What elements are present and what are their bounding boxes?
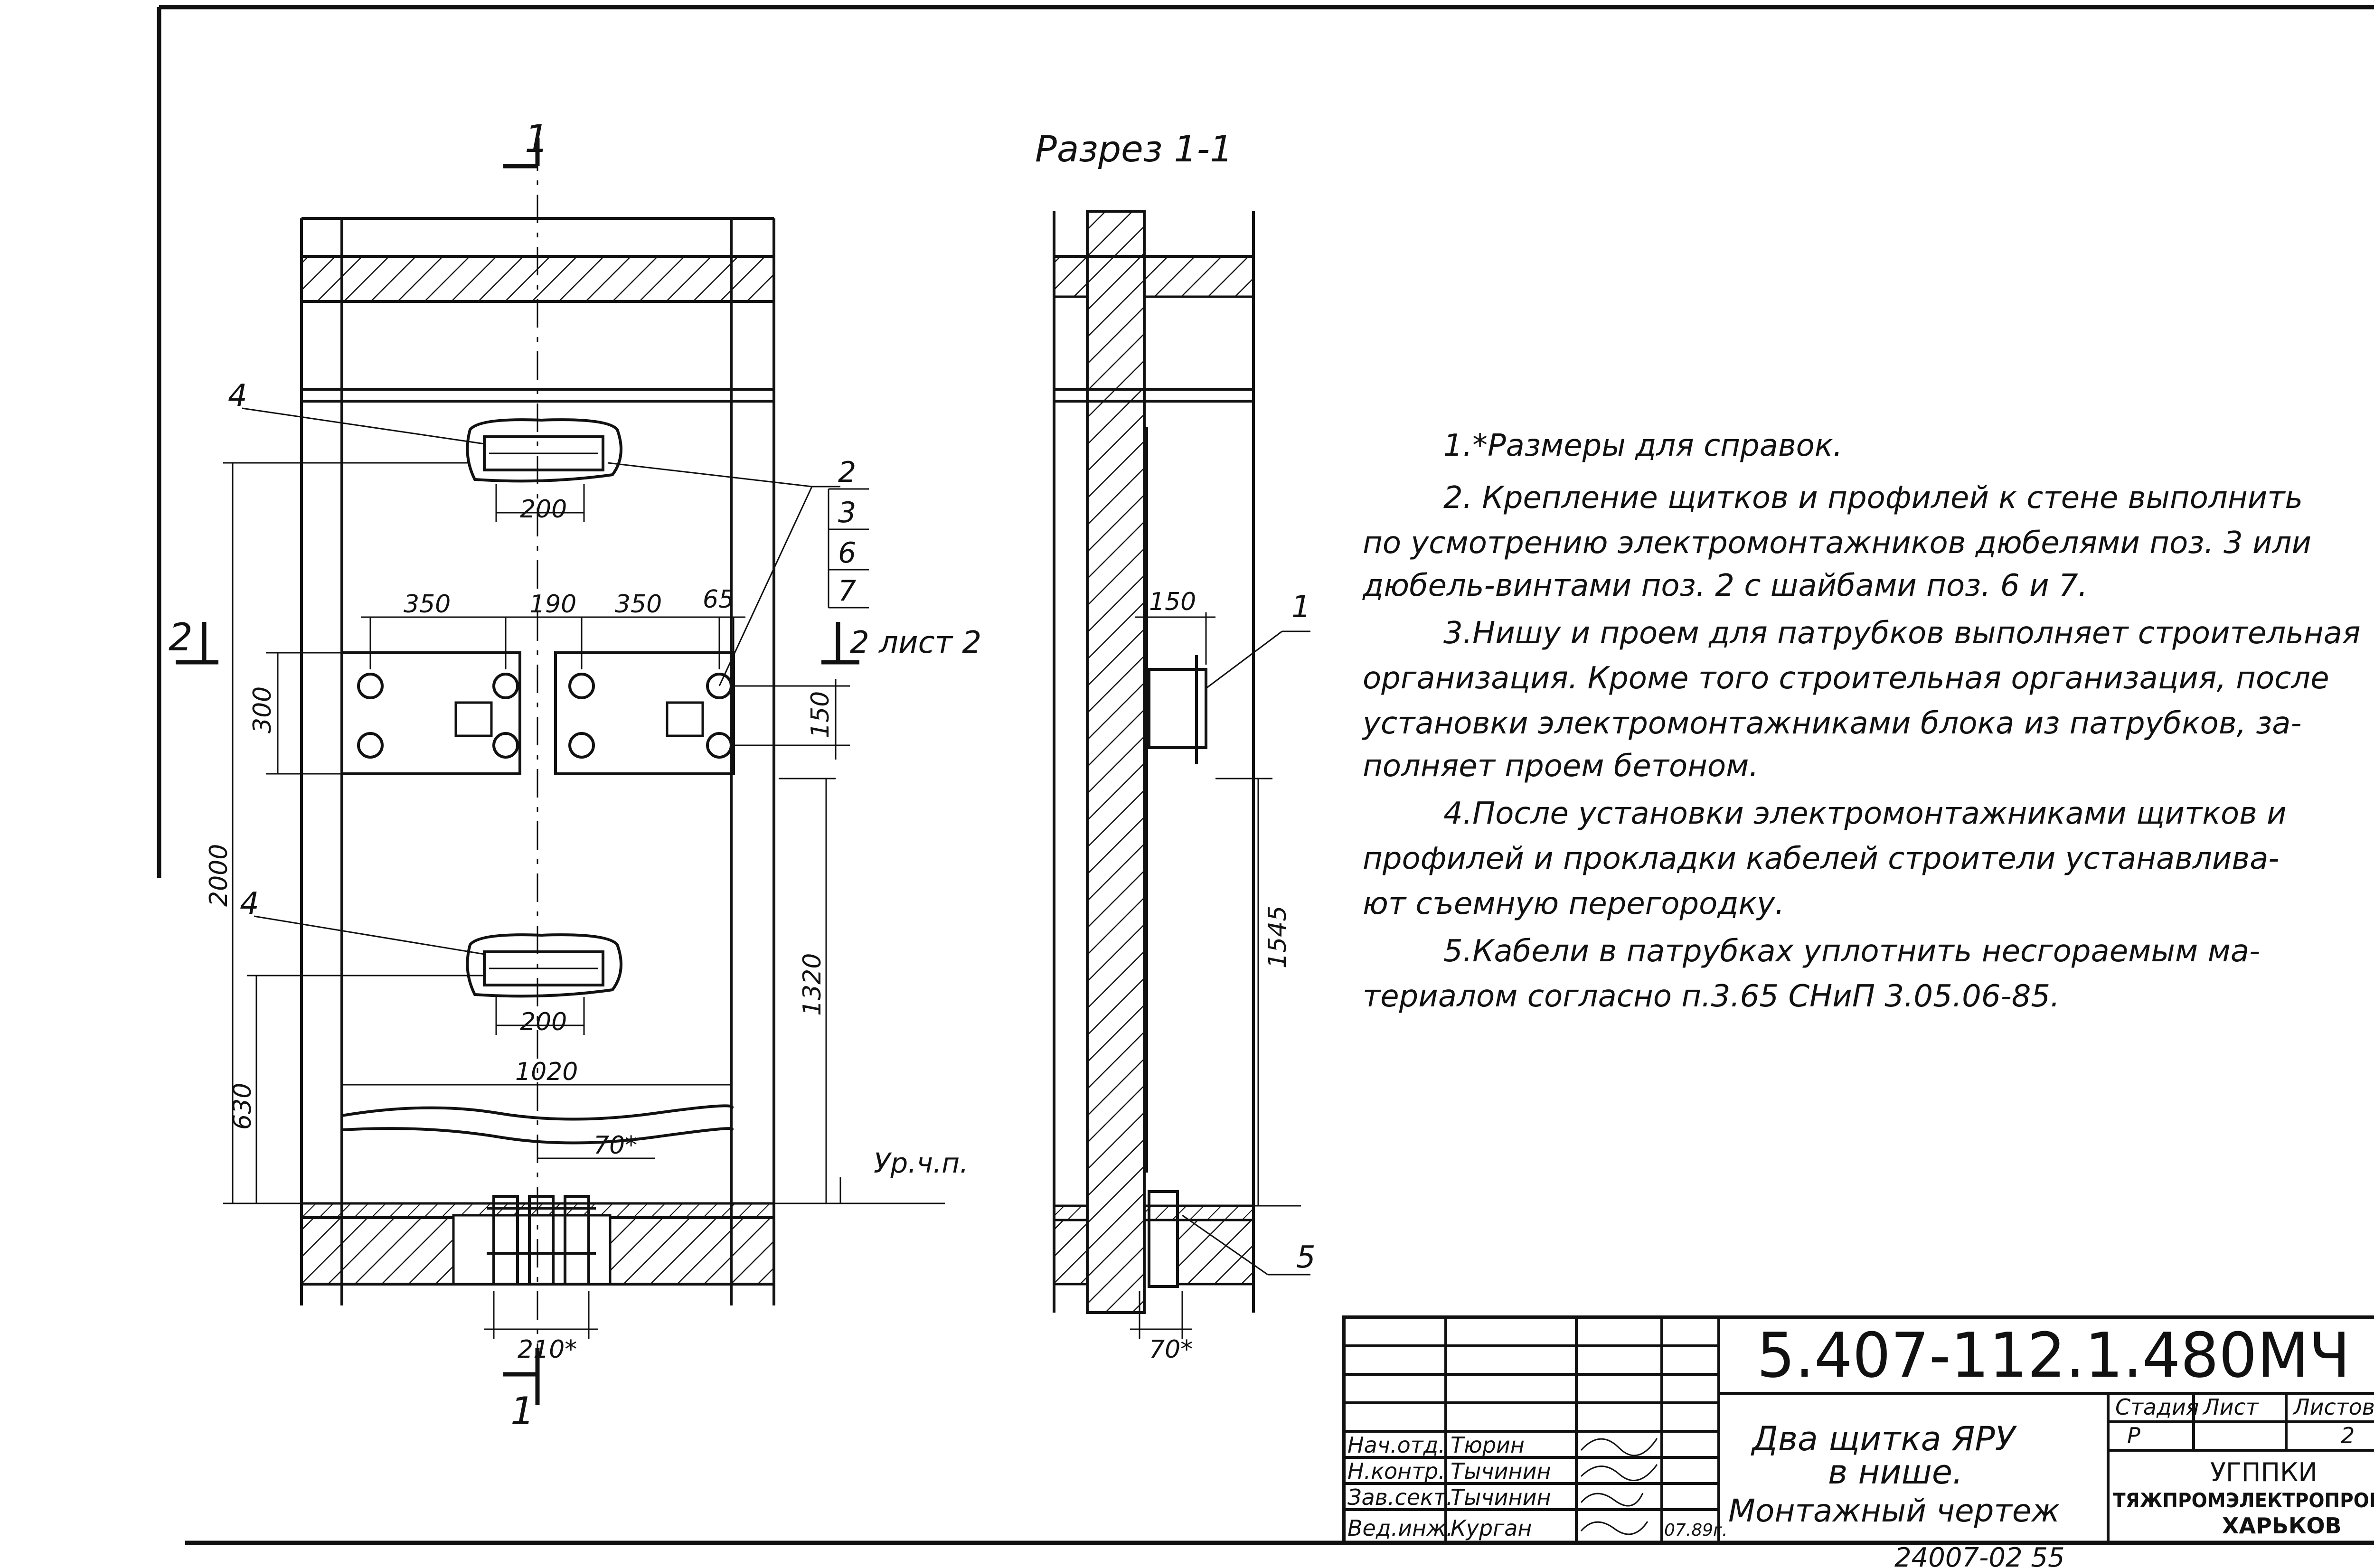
level-mark: Ур.ч.п. bbox=[874, 1147, 969, 1179]
org-line-3: ХАРЬКОВ bbox=[2222, 1513, 2342, 1539]
org-line-2: ТЯЖПРОМЭЛЕКТРОПРОЕКТ bbox=[2113, 1489, 2374, 1512]
note-line-8: полняет проем бетоном. bbox=[1363, 749, 1759, 784]
panel-right bbox=[554, 651, 735, 775]
sign-date: 07.89г. bbox=[1664, 1521, 1727, 1540]
doc-code: 5.407-112.1.480МЧ bbox=[1757, 1319, 2350, 1391]
section-dim-1545: 1545 bbox=[1263, 906, 1292, 968]
view-ref-right: 2 лист 2 bbox=[850, 625, 981, 660]
section-view: Разрез 1-1 bbox=[1035, 128, 1316, 1364]
note-line-9: 4.После установки электромонтажниками щи… bbox=[1443, 796, 2287, 831]
signer-role-4: Вед.инж. bbox=[1347, 1515, 1453, 1541]
sheet-label: Лист bbox=[2202, 1394, 2259, 1420]
pos-1: 1 bbox=[1291, 590, 1311, 625]
pos-7: 7 bbox=[838, 574, 856, 608]
signer-role-2: Н.контр. bbox=[1347, 1458, 1445, 1484]
pos-4-bottom: 4 bbox=[240, 886, 259, 921]
signer-name-4: Курган bbox=[1451, 1515, 1532, 1541]
sleeve-bottom bbox=[483, 950, 604, 986]
pos-2: 2 bbox=[838, 456, 856, 489]
sheets-label: Листов bbox=[2292, 1394, 2374, 1420]
pos-6: 6 bbox=[838, 536, 856, 570]
dim-200-top: 200 bbox=[520, 495, 567, 524]
signer-name-3: Тычинин bbox=[1451, 1484, 1551, 1510]
note-line-5: 3.Нишу и проем для патрубков выполняет с… bbox=[1443, 616, 2361, 651]
signer-role-1: Нач.отд. bbox=[1347, 1432, 1445, 1458]
dim-70: 70* bbox=[594, 1131, 637, 1160]
dim-1020: 1020 bbox=[515, 1058, 578, 1086]
stage-value: Р bbox=[2127, 1423, 2140, 1448]
signer-name-1: Тюрин bbox=[1451, 1432, 1525, 1458]
note-line-1: 1.*Размеры для справок. bbox=[1443, 428, 1843, 463]
panel-left bbox=[340, 651, 521, 775]
view-mark-left: 2 bbox=[169, 615, 193, 659]
section-sleeve bbox=[1148, 1190, 1179, 1288]
sleeve-bottom-niche bbox=[466, 933, 622, 998]
dim-150: 150 bbox=[806, 691, 835, 738]
front-view: 1 1 2 2 лист 2 bbox=[169, 117, 981, 1433]
pos-5: 5 bbox=[1296, 1240, 1316, 1275]
note-line-6: организация. Кроме того строительная орг… bbox=[1363, 661, 2329, 696]
stage-label: Стадия bbox=[2115, 1394, 2199, 1420]
dim-190: 190 bbox=[529, 590, 576, 619]
note-line-11: ют съемную перегородку. bbox=[1363, 886, 1784, 921]
note-line-13: териалом согласно п.3.65 СНиП 3.05.06-85… bbox=[1363, 979, 2060, 1014]
note-line-7: установки электромонтажниками блока из п… bbox=[1362, 706, 2302, 741]
org-line-1: УГППКИ bbox=[2210, 1457, 2317, 1487]
sheets-value: 2 bbox=[2341, 1423, 2355, 1448]
dim-630: 630 bbox=[228, 1083, 257, 1130]
cut-mark-top: 1 bbox=[525, 117, 549, 161]
cut-mark-bottom: 1 bbox=[510, 1389, 535, 1433]
dim-65: 65 bbox=[703, 585, 734, 614]
sleeve-top bbox=[483, 435, 604, 471]
section-dim-70: 70* bbox=[1149, 1335, 1193, 1364]
archive-number: 24007-02 55 bbox=[1894, 1542, 2065, 1568]
note-line-3: по усмотрению электромонтажников дюбелям… bbox=[1363, 526, 2311, 561]
dim-300: 300 bbox=[248, 686, 277, 733]
dim-210: 210* bbox=[518, 1335, 577, 1364]
dim-350-left: 350 bbox=[404, 590, 451, 619]
signer-name-2: Тычинин bbox=[1451, 1458, 1551, 1484]
section-panel bbox=[1148, 668, 1207, 749]
dim-1320: 1320 bbox=[798, 953, 827, 1016]
sleeve-top-niche bbox=[466, 418, 622, 483]
note-line-10: профилей и прокладки кабелей строители у… bbox=[1363, 841, 2280, 876]
dim-350-right: 350 bbox=[615, 590, 662, 619]
dim-200-bottom: 200 bbox=[520, 1008, 567, 1036]
signer-role-3: Зав.сект. bbox=[1347, 1484, 1453, 1510]
section-dim-150: 150 bbox=[1149, 588, 1196, 616]
sheet-title-3: Монтажный чертеж bbox=[1728, 1493, 2060, 1529]
pos-stack: 2 3 6 7 bbox=[828, 456, 869, 609]
pos-3: 3 bbox=[838, 496, 856, 529]
section-wall bbox=[1086, 210, 1146, 1314]
sheet-title-1: Два щитка ЯРУ bbox=[1751, 1419, 2017, 1458]
note-line-4: дюбель-винтами поз. 2 с шайбами поз. 6 и… bbox=[1362, 568, 2088, 603]
note-line-12: 5.Кабели в патрубках уплотнить несгораем… bbox=[1443, 934, 2260, 969]
signatures bbox=[1580, 1438, 1658, 1535]
sheet-title-2: в нише. bbox=[1828, 1453, 1963, 1492]
title-block: 5.407-112.1.480МЧ Два щитка ЯРУ в нише. … bbox=[1342, 1315, 2374, 1545]
dim-2000: 2000 bbox=[205, 844, 233, 907]
pos-4-top: 4 bbox=[228, 378, 247, 413]
note-line-2: 2. Крепление щитков и профилей к стене в… bbox=[1443, 480, 2303, 516]
notes-block: 1.*Размеры для справок. 2. Крепление щит… bbox=[1362, 428, 2361, 1014]
floor-pipe-block bbox=[487, 1195, 596, 1286]
section-title: Разрез 1-1 bbox=[1035, 128, 1233, 170]
